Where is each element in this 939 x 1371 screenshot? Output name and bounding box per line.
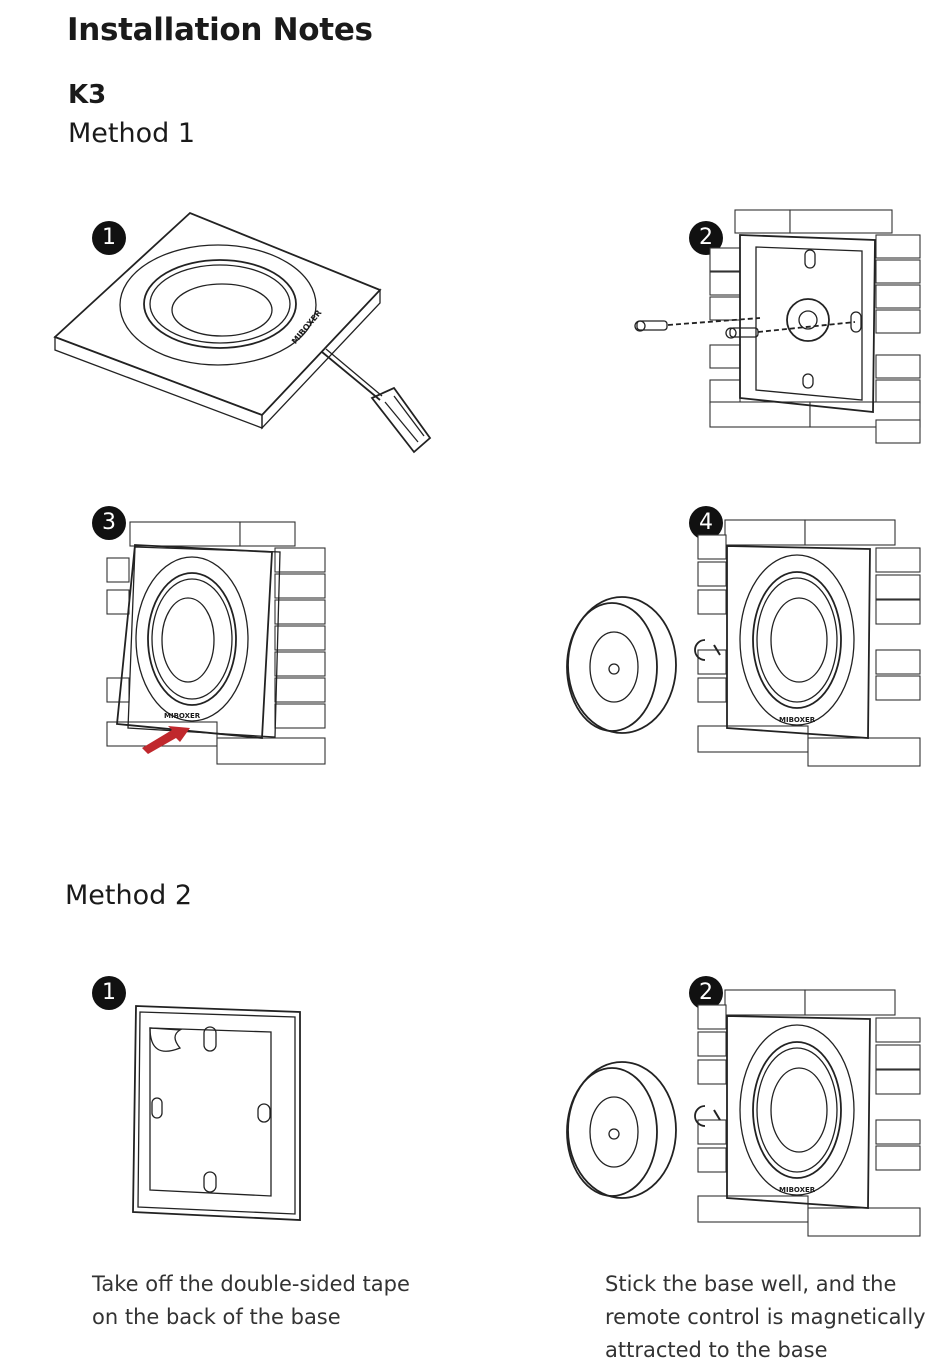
model-name: K3 xyxy=(68,80,107,110)
step-badge-m2-2: 2 xyxy=(689,976,723,1010)
caption-stick-line-2: remote control is magnetically xyxy=(605,1305,926,1329)
step-badge-m1-3: 3 xyxy=(92,506,126,540)
caption-tape-line-1: Take off the double-sided tape xyxy=(92,1272,410,1296)
method-1-title: Method 1 xyxy=(68,118,196,149)
page-title: Installation Notes xyxy=(67,12,373,48)
caption-tape: Take off the double-sided tape on the ba… xyxy=(92,1268,410,1334)
method-2-title: Method 2 xyxy=(65,880,193,911)
brand-logo: MIBOXER xyxy=(164,712,201,720)
brand-logo: MIBOXER xyxy=(779,716,816,724)
step-badge-m2-1: 1 xyxy=(92,976,126,1010)
step-badge-m1-1: 1 xyxy=(92,221,126,255)
brand-logo: MIBOXER xyxy=(779,1186,816,1194)
caption-stick: Stick the base well, and the remote cont… xyxy=(605,1268,926,1367)
caption-stick-line-1: Stick the base well, and the xyxy=(605,1272,897,1296)
caption-stick-line-3: attracted to the base xyxy=(605,1338,828,1362)
caption-tape-line-2: on the back of the base xyxy=(92,1305,341,1329)
step-badge-m1-4: 4 xyxy=(689,506,723,540)
